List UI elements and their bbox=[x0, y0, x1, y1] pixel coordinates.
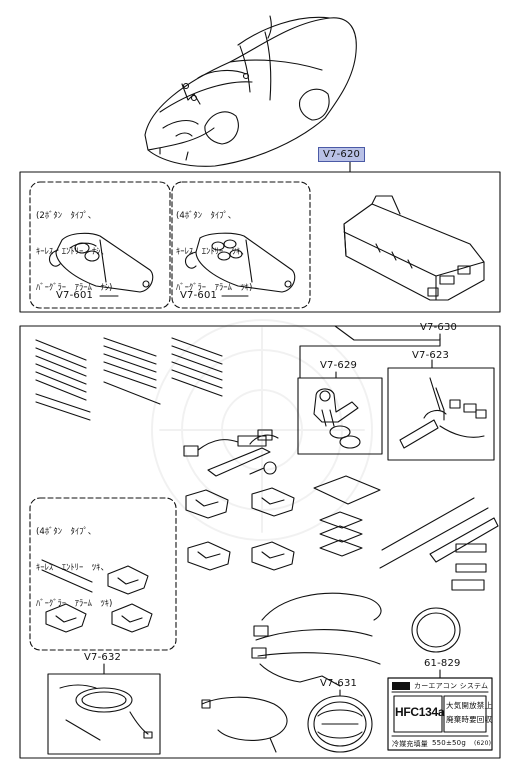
leader-630-sub bbox=[299, 337, 441, 379]
label-v7-629: V7-629 bbox=[320, 360, 358, 371]
lower-kit-parts bbox=[41, 559, 153, 633]
remote-key-2btn bbox=[48, 232, 154, 293]
watermark-emblem bbox=[151, 319, 373, 541]
note-remote-4btn-line2: ｷｰﾚｽ ｴﾝﾄﾘｰ ﾂｷ、 bbox=[176, 247, 250, 257]
cable-tie-set-b bbox=[103, 337, 161, 405]
remote-group-lower bbox=[29, 497, 177, 651]
remote-key-4btn bbox=[184, 232, 296, 293]
refrigerant-note-line1: 大気開放禁止 bbox=[446, 701, 493, 710]
label-v7-601-right: V7-601 bbox=[180, 290, 218, 301]
cable-tie-set-a bbox=[35, 339, 91, 421]
note-remote-4btn: (4ﾎﾞﾀﾝ ﾀｲﾌﾟ、 ｷｰﾚｽ ｴﾝﾄﾘｰ ﾂｷ、 ﾊﾞｰｸﾞﾗｰ ｱﾗｰﾑ… bbox=[176, 186, 252, 306]
part-box-623 bbox=[387, 367, 495, 461]
refrigerant-note-line2: 廃棄時要回収 bbox=[446, 715, 493, 724]
car-illustration bbox=[144, 15, 357, 167]
control-unit bbox=[343, 195, 485, 301]
note-remote-4btn-line1: (4ﾎﾞﾀﾝ ﾀｲﾌﾟ、 bbox=[176, 211, 237, 221]
label-v7-630: V7-630 bbox=[420, 322, 458, 333]
antenna-cable bbox=[201, 696, 288, 753]
part-632-harness bbox=[59, 684, 153, 741]
remote-group-2btn bbox=[29, 181, 171, 309]
label-code-box bbox=[393, 695, 443, 733]
part-631-emblem bbox=[307, 695, 373, 753]
label-header-bar bbox=[392, 682, 410, 690]
cable-tie-set-c bbox=[171, 337, 223, 397]
note-lower-4btn-line3: ﾊﾞｰｸﾞﾗｰ ｱﾗｰﾑ ﾂｷ) bbox=[36, 599, 113, 609]
label-v7-631: V7-631 bbox=[320, 678, 358, 689]
refrigerant-fill-value: 550±50g bbox=[432, 739, 466, 747]
wire-harness-main bbox=[251, 592, 382, 687]
note-remote-2btn-line3: ﾊﾞｰｸﾞﾗｰ ｱﾗｰﾑ ﾅｼ) bbox=[36, 283, 113, 293]
kit-box-620 bbox=[19, 171, 501, 313]
label-v7-620: V7-620 bbox=[318, 147, 366, 162]
refrigerant-fill-label: 冷媒充填量 bbox=[392, 740, 428, 748]
leader-line-630 bbox=[334, 325, 441, 341]
part-box-629 bbox=[297, 377, 383, 455]
note-lower-4btn-line1: (4ﾎﾞﾀﾝ ﾀｲﾌﾟ、 bbox=[36, 527, 97, 537]
kit-box-630 bbox=[19, 325, 501, 759]
o-ring bbox=[411, 607, 461, 653]
refrigerant-code: HFC134a bbox=[395, 705, 445, 719]
note-lower-4btn: (4ﾎﾞﾀﾝ ﾀｲﾌﾟ、 ｷｰﾚｽ ｴﾝﾄﾘｰ ﾂｷ、 ﾊﾞｰｸﾞﾗｰ ｱﾗｰﾑ… bbox=[36, 502, 112, 622]
label-note-box bbox=[443, 695, 487, 733]
refrigerant-header: カーエアコン システム bbox=[414, 682, 489, 690]
note-remote-2btn-line1: (2ﾎﾞﾀﾝ ﾀｲﾌﾟ、 bbox=[36, 211, 97, 221]
wire-harness-small bbox=[183, 429, 279, 477]
note-lower-4btn-line2: ｷｰﾚｽ ｴﾝﾄﾘｰ ﾂｷ、 bbox=[36, 563, 110, 573]
part-box-632 bbox=[47, 673, 161, 755]
note-remote-4btn-line3: ﾊﾞｰｸﾞﾗｰ ｱﾗｰﾑ ﾂｷ) bbox=[176, 283, 253, 293]
note-remote-2btn: (2ﾎﾞﾀﾝ ﾀｲﾌﾟ、 ｷｰﾚｽ ｴﾝﾄﾘｰ ﾅｼ、 ﾊﾞｰｸﾞﾗｰ ｱﾗｰﾑ… bbox=[36, 186, 112, 306]
refrigerant-code-small: (620) bbox=[474, 740, 492, 747]
remote-group-4btn bbox=[171, 181, 311, 309]
label-v7-601-left: V7-601 bbox=[56, 290, 94, 301]
bracket-set bbox=[185, 487, 295, 571]
part-629-sensor bbox=[313, 388, 361, 449]
note-remote-2btn-line2: ｷｰﾚｽ ｴﾝﾄﾘｰ ﾅｼ、 bbox=[36, 247, 110, 257]
label-v7-632: V7-632 bbox=[84, 652, 122, 663]
label-61-829: 61-829 bbox=[424, 658, 461, 669]
adhesive-pads bbox=[313, 475, 381, 557]
part-623-antenna bbox=[399, 377, 487, 449]
cable-tie-long bbox=[379, 497, 499, 591]
label-v7-623: V7-623 bbox=[412, 350, 450, 361]
